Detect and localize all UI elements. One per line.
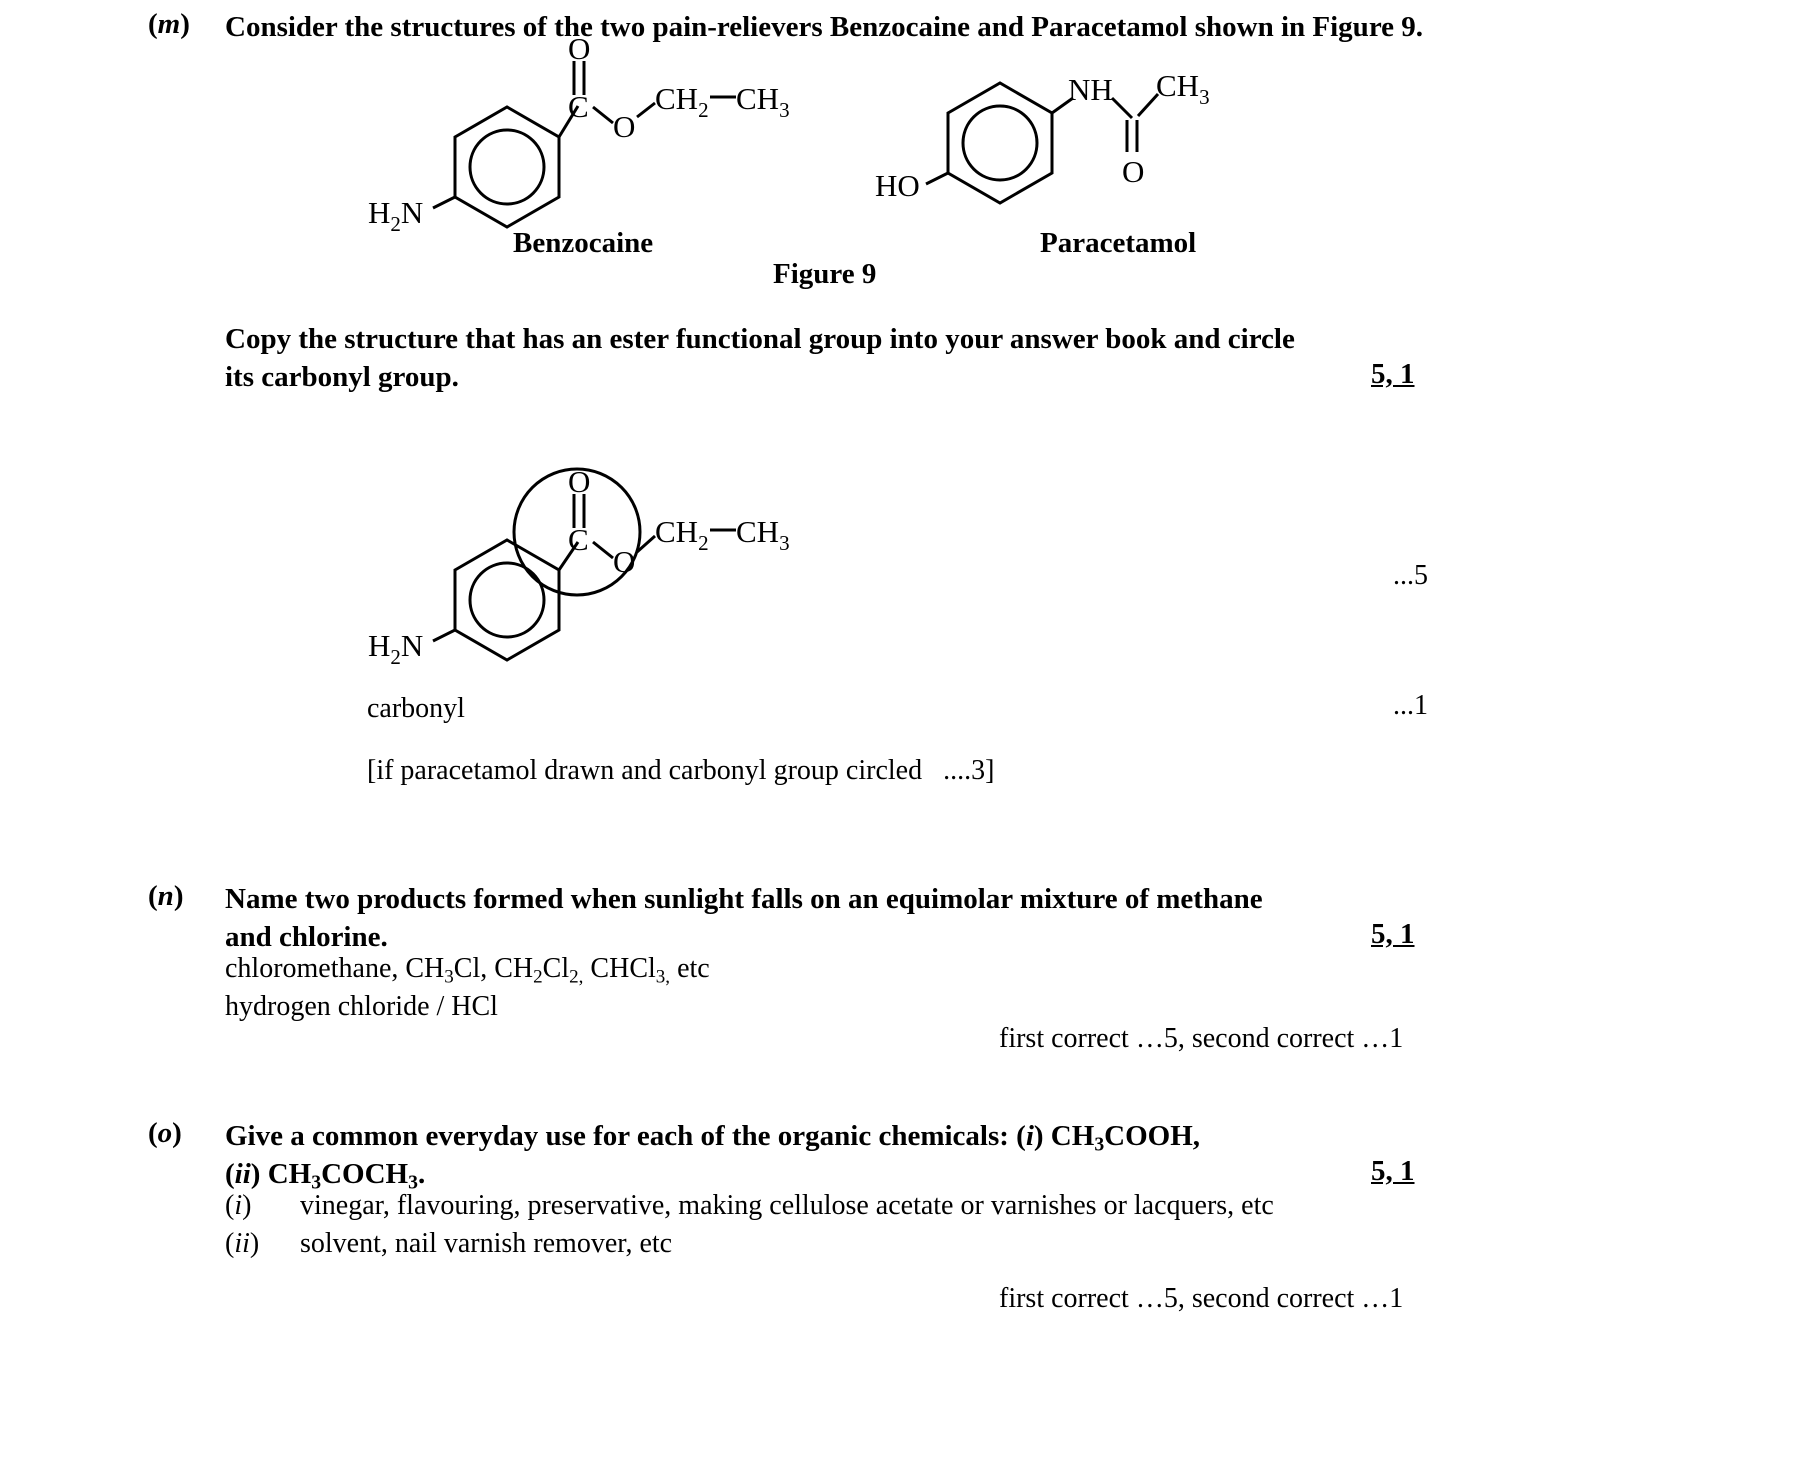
question-m-marks: 5, 1: [1371, 358, 1415, 390]
question-o-stem-line-2: (ii) CH3COCH3.: [225, 1158, 426, 1194]
question-o-answer-1-marker: (i): [225, 1190, 252, 1221]
question-o-stem-line-1: Give a common everyday use for each of t…: [225, 1117, 1200, 1164]
answer-structure-mark: ...5: [1393, 560, 1428, 591]
answer-n1-part-c: Cl: [542, 953, 570, 984]
answer-methylene-label: CH2: [655, 514, 709, 555]
answer-n1-sub-b: 2: [533, 966, 543, 988]
question-o-stem-part-a: Give a common everyday use for each of t…: [225, 1120, 1026, 1152]
answer-paracetamol-note: [if paracetamol drawn and carbonyl group…: [367, 755, 995, 786]
paracetamol-caption: Paracetamol: [1040, 227, 1197, 259]
question-m-label: (m): [148, 8, 190, 40]
figure-9-caption: Figure 9: [773, 258, 877, 290]
question-n-marks: 5, 1: [1371, 918, 1415, 950]
question-o-roman-ii: ii: [234, 1158, 251, 1190]
answer-ester-oxygen-label: O: [613, 544, 635, 579]
question-n-marking-note: first correct …5, second correct …1: [999, 1023, 1404, 1054]
benzocaine-structure-figure: O C O CH2 CH3 H2N: [355, 31, 795, 236]
question-o-answer-2-marker: (ii): [225, 1228, 260, 1259]
paracetamol-carbonyl-oxygen-label: O: [1122, 154, 1144, 189]
answer-n1-sub-a: 3: [444, 966, 454, 988]
answer-methyl-label: CH3: [736, 514, 790, 555]
question-m-instruction-line-1: Copy the structure that has an ester fun…: [225, 323, 1295, 355]
question-m-stem: Consider the structures of the two pain-…: [225, 11, 1424, 43]
answer-benzocaine-structure: O C O CH2 CH3 H2N: [355, 460, 795, 670]
benzocaine-carbonyl-oxygen-label: O: [568, 31, 590, 66]
question-o-roman-i: i: [1025, 1120, 1034, 1152]
benzocaine-caption: Benzocaine: [513, 227, 654, 259]
question-o-stem-sub-b: 3: [1094, 1133, 1105, 1156]
benzocaine-methylene-label: CH2: [655, 81, 709, 122]
question-n-answer-2: hydrogen chloride / HCl: [225, 991, 498, 1022]
question-o-stem2-part-c: .: [417, 1158, 426, 1190]
benzocaine-methyl-label: CH3: [736, 81, 790, 122]
question-n-answer-1: chloromethane, CH3Cl, CH2Cl2, CHCl3, etc: [225, 950, 710, 996]
question-o-label: (o): [148, 1117, 182, 1149]
question-o-answer-2-text: solvent, nail varnish remover, etc: [300, 1228, 673, 1259]
question-o-stem2-part-b: COCH: [321, 1158, 409, 1190]
question-o-stem-part-b: ) CH: [1033, 1120, 1095, 1152]
question-o-stem-part-c: COOH,: [1104, 1120, 1201, 1152]
question-n-label: (n): [148, 880, 184, 912]
question-o-marking-note: first correct …5, second correct …1: [999, 1283, 1404, 1314]
answer-amine-label: H2N: [368, 628, 423, 669]
answer-n1-sub-c: 2,: [569, 966, 584, 988]
question-o-marks: 5, 1: [1371, 1155, 1415, 1187]
question-o-stem2-sub-a: 3: [311, 1171, 322, 1194]
answer-n1-part-d: CHCl: [583, 953, 656, 984]
answer-n1-part-a: chloromethane, CH: [225, 953, 445, 984]
answer-carbonyl-oxygen-label: O: [568, 464, 590, 499]
question-m-instruction-line-2: its carbonyl group.: [225, 361, 459, 393]
paracetamol-structure-figure: HO NH CH3 O: [870, 60, 1210, 240]
question-o-stem2-part-a: ) CH: [250, 1158, 312, 1190]
answer-carbonyl-mark: ...1: [1393, 690, 1428, 721]
answer-carbonyl-carbon-label: C: [568, 522, 589, 557]
benzocaine-amine-label: H2N: [368, 195, 423, 236]
question-n-stem-line-1: Name two products formed when sunlight f…: [225, 883, 1263, 915]
question-n-stem-line-2: and chlorine.: [225, 921, 388, 953]
paracetamol-hydroxyl-label: HO: [875, 168, 920, 203]
question-o-stem2-sub-b: 3: [408, 1171, 418, 1194]
answer-n1-part-e: etc: [670, 953, 710, 984]
benzocaine-carbonyl-carbon-label: C: [568, 89, 589, 124]
answer-carbonyl-label: carbonyl: [367, 693, 465, 724]
answer-n1-part-b: Cl, CH: [453, 953, 534, 984]
benzocaine-ester-oxygen-label: O: [613, 109, 635, 144]
carbonyl-circle-marking: [512, 467, 642, 597]
paracetamol-methyl-label: CH3: [1156, 68, 1210, 109]
paracetamol-amide-nitrogen-label: NH: [1068, 72, 1113, 107]
answer-n1-sub-d: 3,: [655, 966, 671, 988]
question-o-answer-1-text: vinegar, flavouring, preservative, makin…: [300, 1190, 1274, 1221]
